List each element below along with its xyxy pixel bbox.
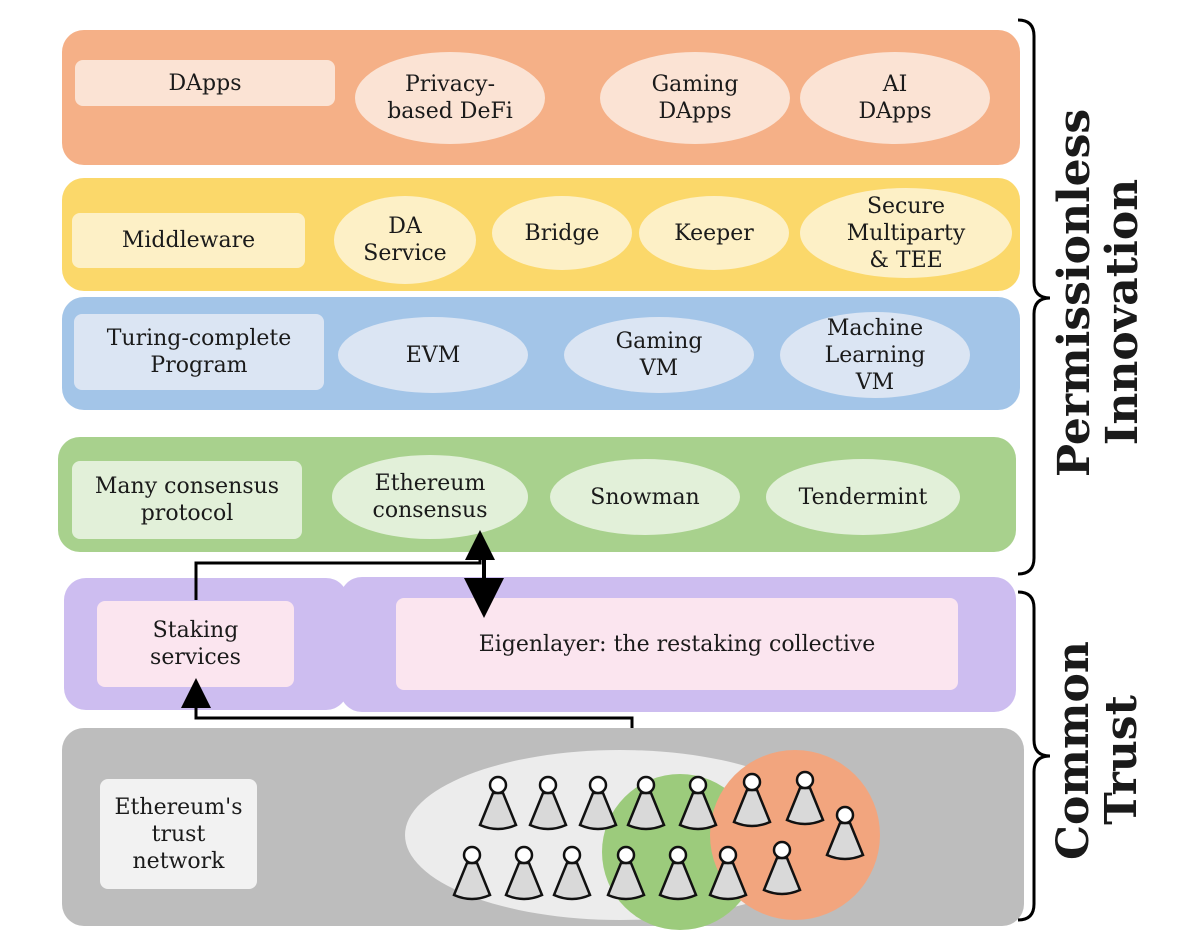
snowman-oval: Snowman — [550, 459, 740, 535]
person-icon — [708, 845, 748, 901]
consensus-layer: Many consensus protocol Ethereum consens… — [58, 437, 1016, 552]
person-icon — [552, 845, 592, 901]
arrow-to-staking — [181, 678, 634, 728]
ai-dapps-oval: AI DApps — [800, 52, 990, 144]
evm-oval: EVM — [338, 317, 528, 393]
person-icon — [578, 775, 618, 831]
consensus-label: Many consensus protocol — [72, 461, 302, 539]
person-icon — [678, 775, 718, 831]
bridge-oval: Bridge — [492, 196, 632, 270]
person-icon — [626, 775, 666, 831]
secure-multiparty-oval: Secure Multiparty & TEE — [800, 188, 1012, 278]
staking-services-label: Staking services — [97, 601, 294, 687]
common-trust-label: Common Trust — [1048, 641, 1147, 860]
dapps-layer: DApps Privacy- based DeFi Gaming DApps A… — [62, 30, 1020, 165]
person-icon — [452, 845, 492, 901]
person-icon — [658, 845, 698, 901]
person-icon — [785, 770, 825, 826]
permissionless-innovation-label: Permissionless Innovation — [1049, 108, 1148, 477]
validator-people — [452, 770, 865, 901]
trust-network-label: Ethereum's trust network — [100, 779, 257, 889]
turing-complete-label: Turing-complete Program — [74, 314, 324, 390]
person-icon — [732, 772, 772, 828]
ethereum-consensus-oval: Ethereum consensus — [332, 455, 528, 539]
middleware-label: Middleware — [72, 213, 305, 268]
person-icon — [528, 775, 568, 831]
ml-vm-oval: Machine Learning VM — [780, 312, 970, 398]
keeper-oval: Keeper — [639, 196, 789, 270]
da-service-oval: DA Service — [334, 196, 476, 284]
person-icon — [825, 805, 865, 861]
privacy-defi-oval: Privacy- based DeFi — [355, 52, 545, 144]
bracket-common-trust — [1017, 590, 1051, 922]
middleware-layer: Middleware DA Service Bridge Keeper Secu… — [62, 178, 1020, 291]
tendermint-oval: Tendermint — [766, 459, 960, 535]
dapps-label: DApps — [75, 60, 335, 106]
gaming-vm-oval: Gaming VM — [564, 317, 754, 393]
person-icon — [478, 775, 518, 831]
bracket-permissionless — [1017, 18, 1051, 576]
arrow-to-consensus — [194, 530, 495, 600]
person-icon — [504, 845, 544, 901]
person-icon — [762, 840, 802, 896]
staking-layer: Staking services — [64, 578, 348, 710]
vm-layer: Turing-complete Program EVM Gaming VM Ma… — [62, 297, 1020, 410]
gaming-dapps-oval: Gaming DApps — [600, 52, 790, 144]
person-icon — [606, 845, 646, 901]
